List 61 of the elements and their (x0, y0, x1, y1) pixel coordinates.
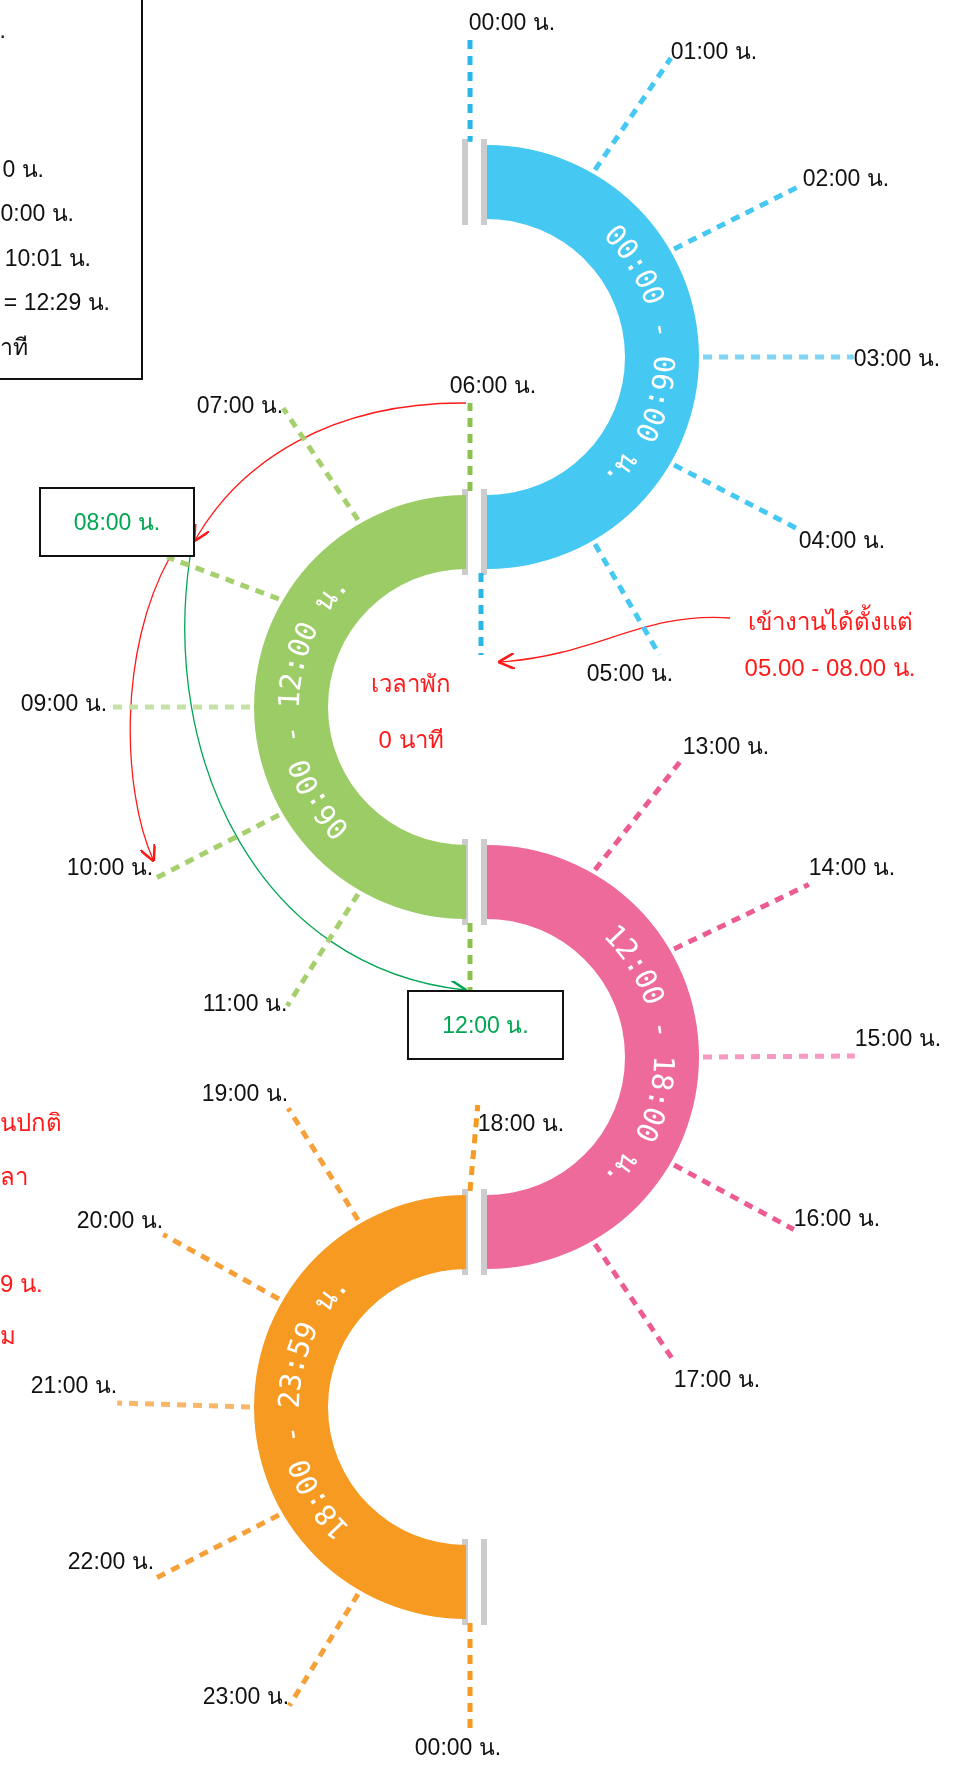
tick-line (285, 892, 361, 1008)
tick-line (703, 354, 854, 360)
note-text: ม (0, 1320, 16, 1351)
time-label: 04:00 น. (798, 522, 886, 558)
time-box: 08:00 น. (39, 487, 195, 557)
time-label: 07:00 น. (196, 387, 284, 423)
tick-line (467, 1623, 473, 1729)
note-text: เวลาพัก 0 นาที (370, 669, 452, 755)
legend-text: . (0, 17, 6, 44)
note-text: 9 น. (0, 1268, 43, 1299)
time-label: 22:00 น. (67, 1543, 155, 1579)
tick-line (592, 542, 662, 657)
tick-line (467, 40, 473, 142)
time-label: 13:00 น. (682, 728, 770, 764)
time-label: 05:00 น. (586, 655, 674, 691)
time-label: 15:00 น. (854, 1020, 942, 1056)
tick-line (467, 923, 473, 990)
tick-line (672, 1162, 795, 1232)
time-label: 00:00 น. (414, 1729, 502, 1765)
tick-line (166, 554, 280, 602)
tick-line (703, 1053, 855, 1060)
time-label: 20:00 น. (76, 1202, 164, 1238)
legend-text: าที (0, 333, 28, 362)
time-label: 16:00 น. (793, 1200, 881, 1236)
time-label: 10:00 น. (66, 849, 154, 885)
time-label: 09:00 น. (20, 685, 108, 721)
note-text: ลา (0, 1161, 28, 1192)
legend-text: 0 น. (2, 155, 44, 184)
time-label: 21:00 น. (30, 1367, 118, 1403)
time-label: 01:00 น. (670, 33, 758, 69)
tick-line (281, 406, 361, 522)
legend-text: = 12:29 น. (3, 288, 110, 317)
time-label: 19:00 น. (201, 1075, 289, 1111)
time-label: 17:00 น. (673, 1361, 761, 1397)
tick-line (673, 882, 810, 952)
arrow (497, 616, 731, 670)
time-label: 06:00 น. (449, 367, 537, 403)
tick-line (153, 1512, 281, 1582)
tick-line (592, 56, 673, 172)
tick-line (162, 1232, 281, 1302)
time-box: 12:00 น. (407, 990, 564, 1060)
tick-line (117, 1400, 251, 1410)
time-label: 23:00 น. (202, 1678, 290, 1714)
tick-line (672, 462, 800, 532)
time-label: 00:00 น. (468, 4, 556, 40)
time-label: 11:00 น. (202, 985, 288, 1021)
tick-line (467, 1104, 481, 1192)
tick-line (287, 1592, 361, 1708)
legend-box (0, 0, 143, 380)
time-label: 14:00 น. (808, 849, 896, 885)
note-text: นปกติ (0, 1107, 62, 1138)
tick-line (467, 403, 473, 491)
arrow (192, 402, 467, 543)
note-text: เข้างานได้ตั้งแต่ 05.00 - 08.00 น. (730, 599, 930, 691)
tick-line (478, 572, 484, 655)
tick-line (286, 1106, 361, 1222)
legend-text: 10:01 น. (4, 244, 91, 273)
legend-text: 0:00 น. (0, 199, 74, 228)
time-label: 03:00 น. (853, 340, 941, 376)
time-label: 02:00 น. (802, 160, 890, 196)
time-label: 18:00 น. (477, 1105, 565, 1141)
